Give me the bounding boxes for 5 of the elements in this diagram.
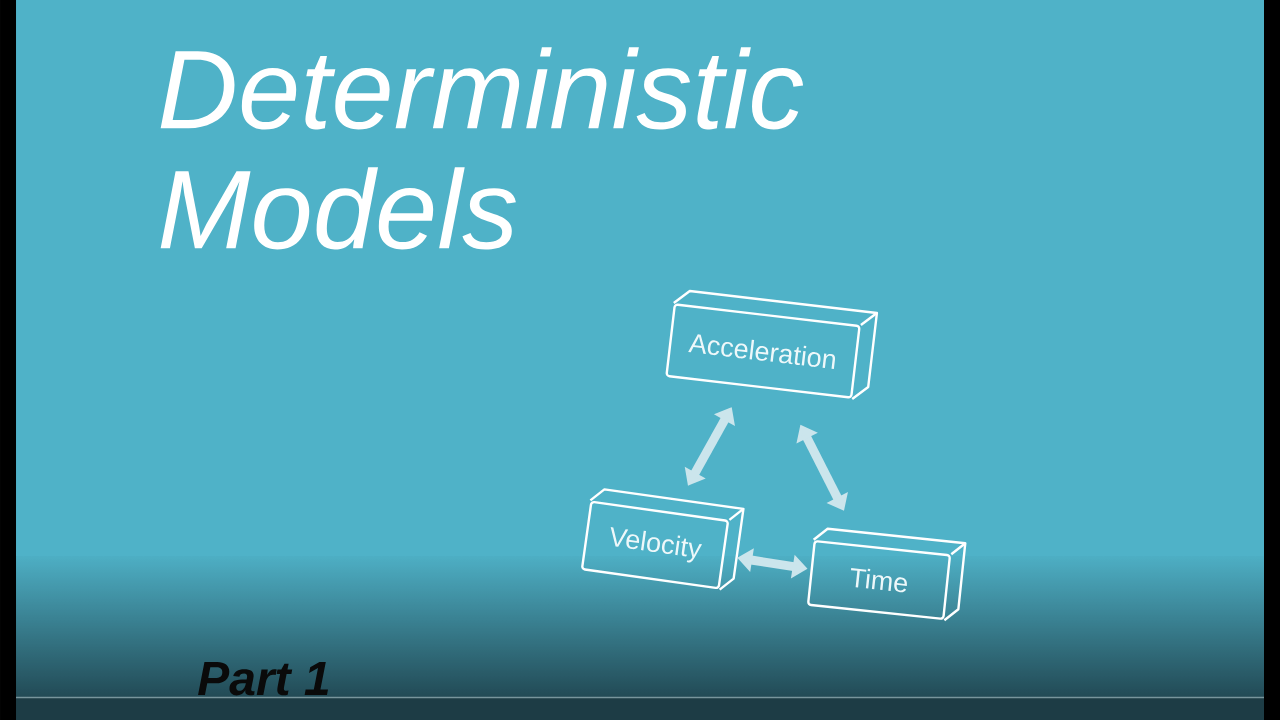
3d-box: Acceleration	[665, 289, 879, 400]
3d-box: Time	[807, 527, 967, 622]
subtitle: Part 1	[198, 661, 328, 696]
title: Deterministic Models	[160, 47, 804, 250]
3d-box: Velocity	[581, 488, 745, 591]
